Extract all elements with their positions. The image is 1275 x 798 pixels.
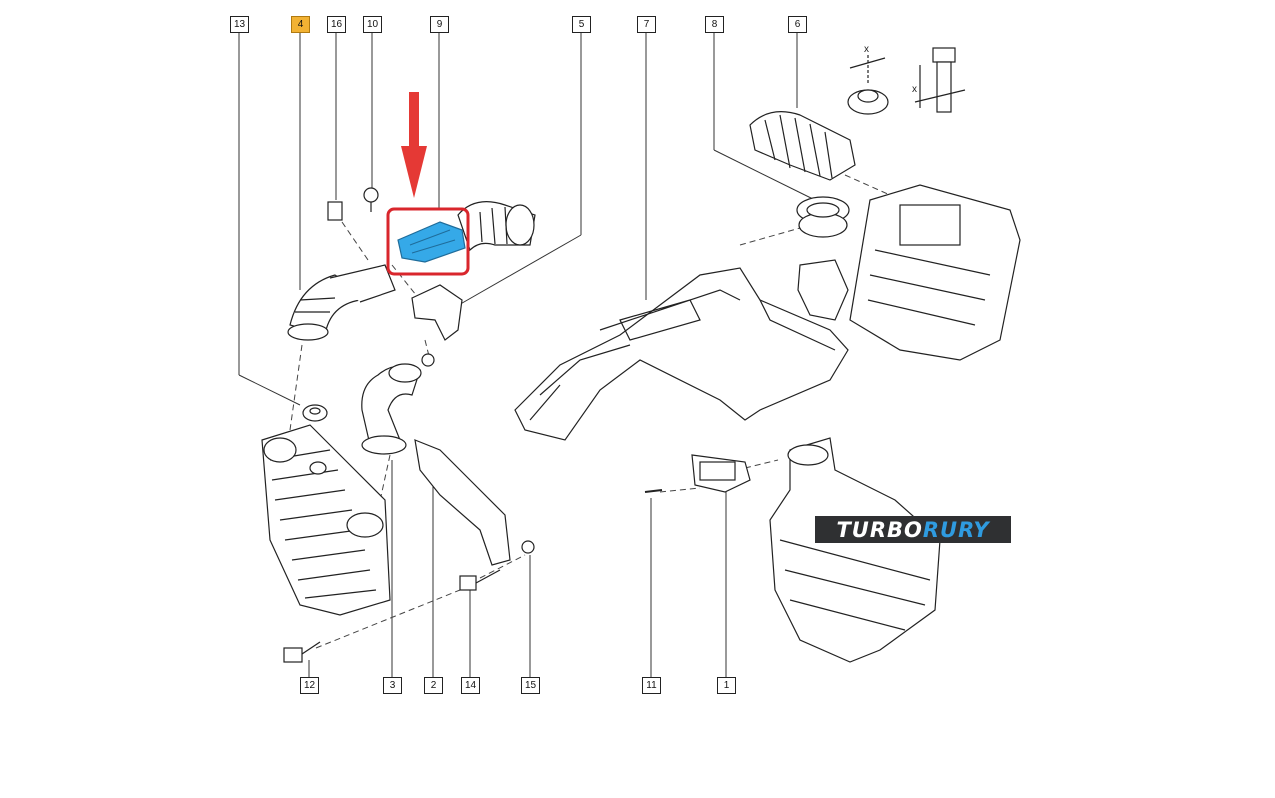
assembly-line: [844, 174, 891, 196]
elbow-pipe-4: [287, 264, 396, 341]
assembly-line: [739, 227, 801, 246]
intercooler: [261, 424, 391, 616]
callout-9: 9: [430, 16, 449, 33]
callout-5: 5: [572, 16, 591, 33]
bracket-5: [411, 284, 463, 341]
outlet-connector: [457, 201, 536, 252]
air-box: [769, 437, 941, 663]
assembly-line: [315, 589, 461, 649]
highlight-box: [386, 207, 470, 276]
seal-8: [796, 196, 850, 238]
assembly-line: [289, 344, 303, 431]
nut-detail: [847, 55, 889, 115]
callout-12: 12: [300, 677, 319, 694]
clip-16: [327, 201, 343, 221]
bolt-12: [283, 641, 321, 663]
assembly-line: [391, 264, 421, 301]
screw-11: [644, 489, 663, 493]
callout-7: 7: [637, 16, 656, 33]
callout-15: 15: [521, 677, 540, 694]
callout-4: 4: [291, 16, 310, 33]
logo-text-turbo: TURBO: [836, 517, 923, 542]
dimension-x-1: x: [864, 44, 869, 55]
bolt-detail: [914, 47, 966, 113]
logo-text-rury: RURY: [922, 517, 990, 542]
callout-10: 10: [363, 16, 382, 33]
callout-14: 14: [461, 677, 480, 694]
bolt-14: [459, 569, 501, 591]
screw-10: [363, 187, 379, 212]
highlighted-pipe-9: [397, 221, 466, 263]
assembly-line: [479, 554, 526, 579]
air-filter-housing: [849, 184, 1021, 361]
grommet: [302, 404, 328, 422]
callout-8: 8: [705, 16, 724, 33]
callout-2: 2: [424, 677, 443, 694]
pointer-arrow: [401, 92, 427, 198]
callout-1: 1: [717, 677, 736, 694]
assembly-line: [424, 339, 431, 361]
callout-13: 13: [230, 16, 249, 33]
callout-3: 3: [383, 677, 402, 694]
callout-6: 6: [788, 16, 807, 33]
leader-5b: [449, 234, 582, 311]
air-intake-duct-7: [514, 267, 849, 441]
assembly-line: [744, 459, 779, 469]
nut-15: [521, 540, 535, 554]
leader-8b: [713, 149, 816, 201]
pipe-3: [361, 363, 422, 455]
assembly-line: [341, 221, 369, 261]
callout-16: 16: [327, 16, 346, 33]
callout-11: 11: [642, 677, 661, 694]
leader-13b: [238, 374, 301, 406]
air-mass-sensor-1: [691, 454, 751, 493]
dimension-x-2: x: [912, 84, 917, 95]
bracket-2: [414, 439, 511, 566]
assembly-line: [659, 487, 701, 493]
hose-6: [749, 111, 856, 181]
